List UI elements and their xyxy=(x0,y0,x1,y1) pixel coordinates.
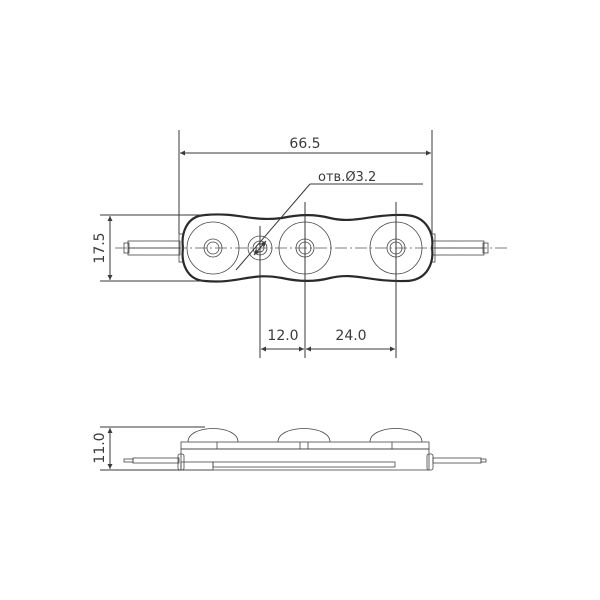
left-wire xyxy=(123,240,181,256)
dome-2 xyxy=(277,428,331,443)
module-body xyxy=(181,213,434,283)
length-label: 66.5 xyxy=(289,136,320,152)
dome-1 xyxy=(187,428,239,443)
side-body xyxy=(180,448,430,471)
height-label: 17.5 xyxy=(92,232,108,263)
side-height-label: 11.0 xyxy=(92,432,108,463)
led-pitch-label: 24.0 xyxy=(335,328,366,344)
side-right-wire xyxy=(432,457,482,464)
top-view: 66.5 отв.Ø3.2 17.5 12.0 24.0 xyxy=(92,130,510,358)
hole-leader xyxy=(235,183,311,271)
hole-label: отв.Ø3.2 xyxy=(318,170,376,185)
side-left-wire xyxy=(132,457,180,464)
side-view: 11.0 xyxy=(92,426,487,471)
hole-led-label: 12.0 xyxy=(267,328,298,344)
dome-3 xyxy=(369,428,423,443)
